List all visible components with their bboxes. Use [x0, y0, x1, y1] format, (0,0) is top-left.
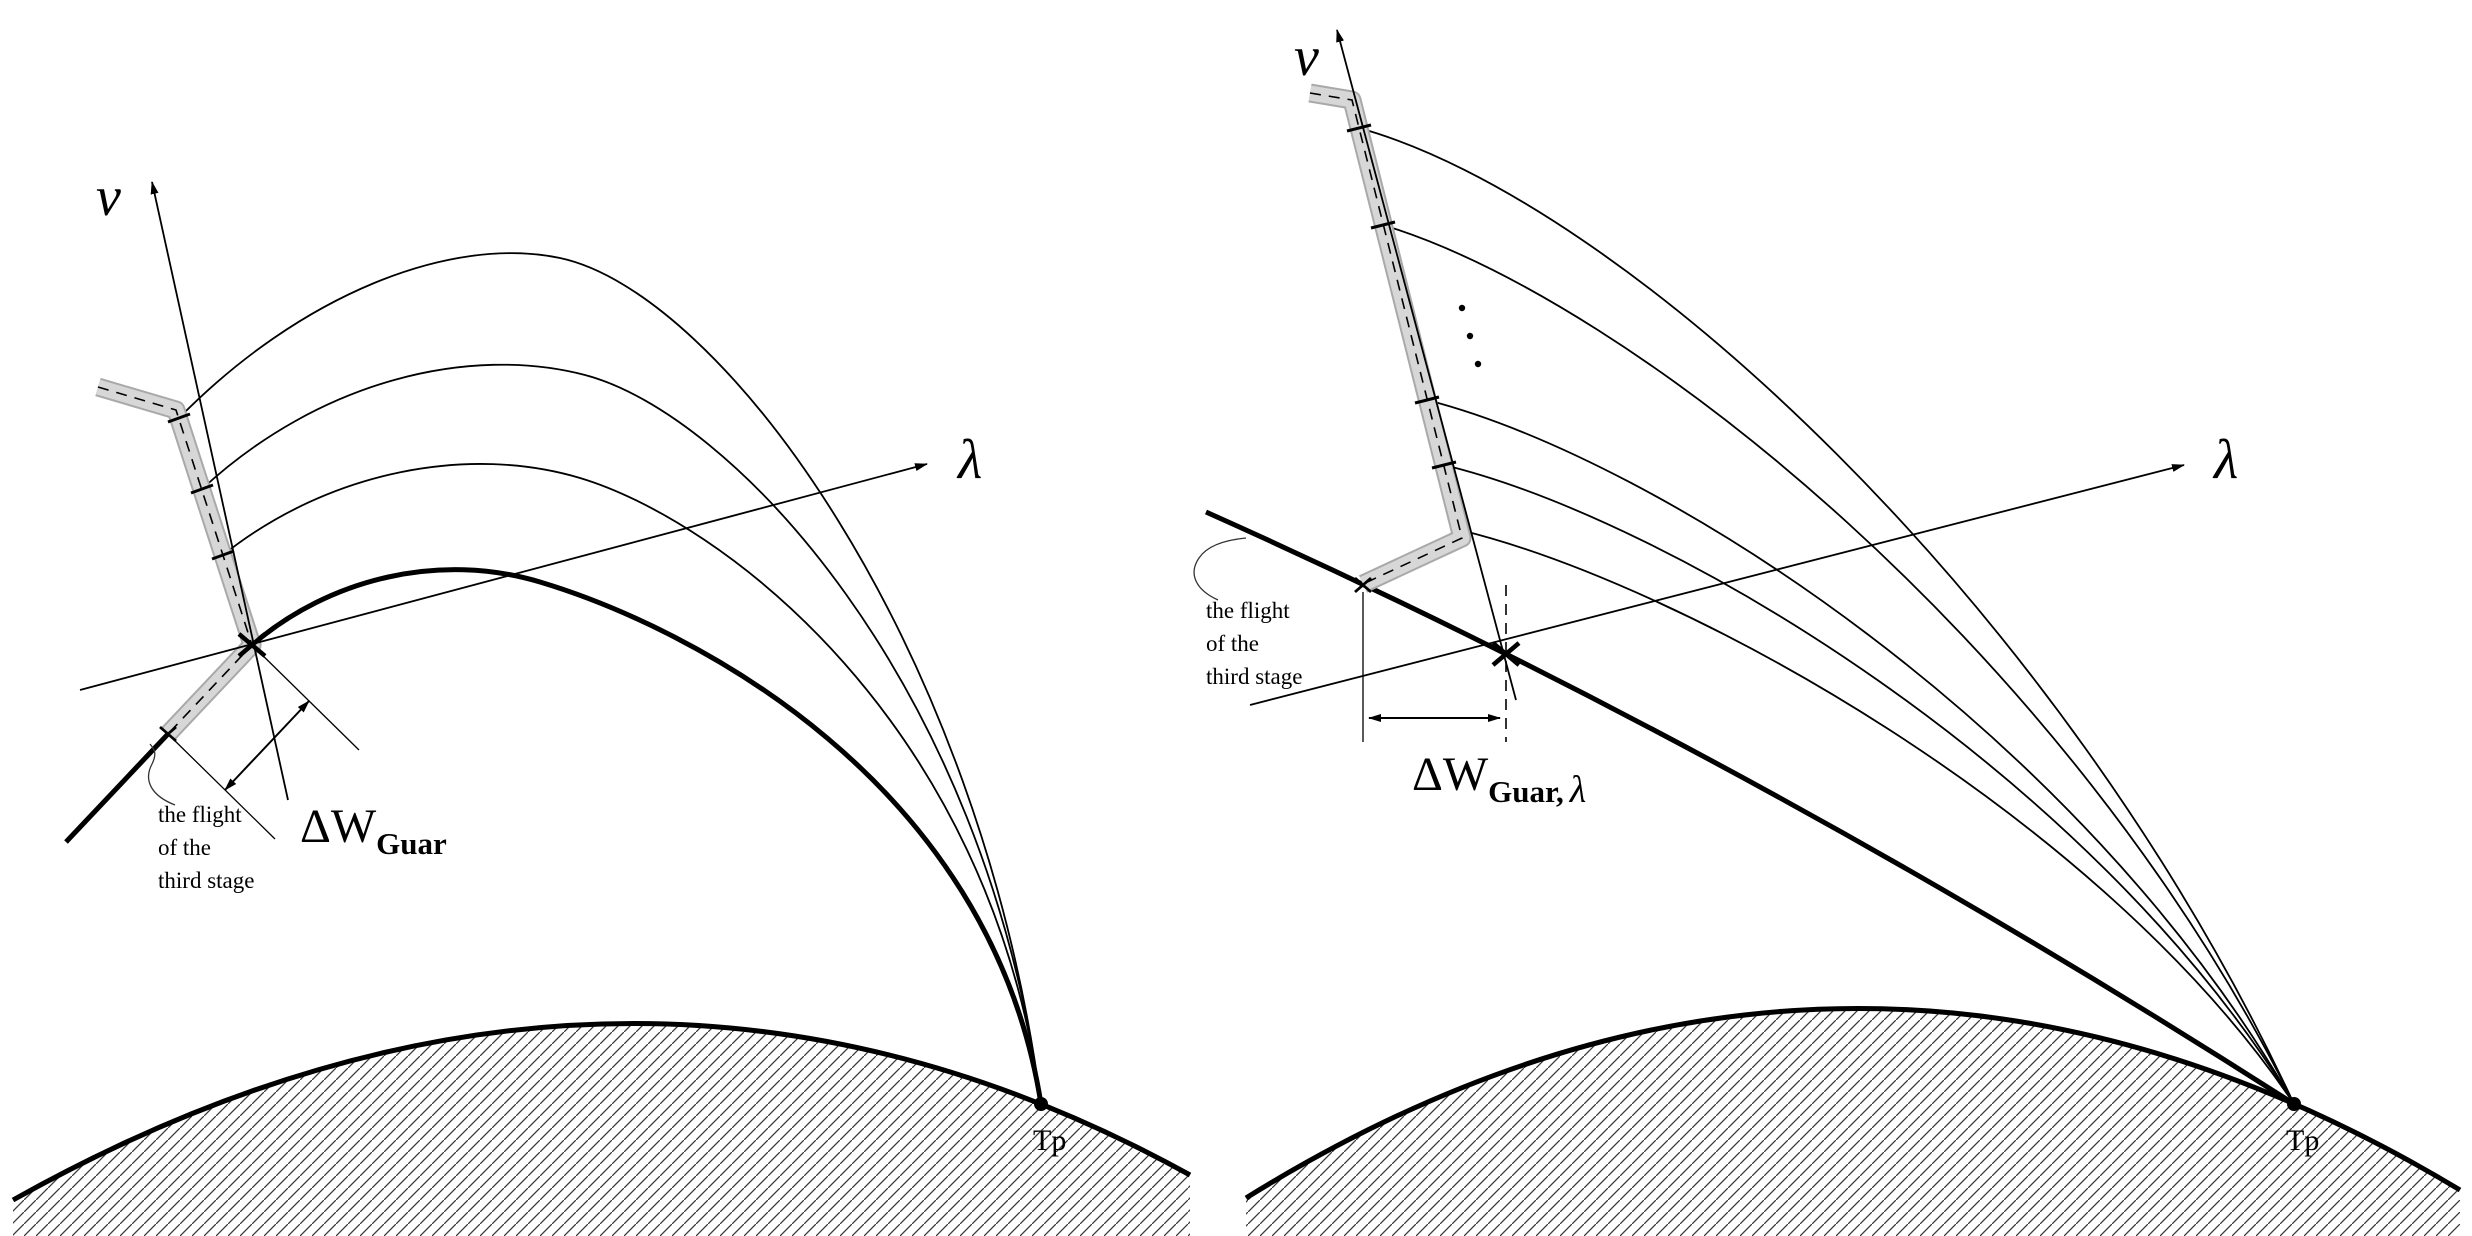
corridor-tick-2-left: [190, 483, 214, 495]
flight-note-line1-right: the flight: [1206, 598, 1290, 623]
flight-note-left: the flight of the third stage: [158, 802, 254, 893]
trajectory-curve-5-right: [1459, 529, 2295, 1105]
trajectory-curve-3-left: [222, 463, 1042, 1105]
flight-note-callout-right: [1193, 537, 1247, 601]
lambda-axis-left: [79, 463, 928, 691]
lambda-axis-label-left: λ: [956, 429, 982, 491]
earth-hatching-left: [13, 1023, 1190, 1236]
left-diagram: ν λ ΔWGuar the flight of the third stage T…: [11, 166, 1192, 1236]
ellipsis-dot-3: [1474, 360, 1482, 368]
nu-axis-label-left: ν: [96, 166, 121, 228]
delta-w-arrow-left: [224, 700, 310, 791]
flight-note-line3-left: third stage: [158, 868, 254, 893]
trajectory-ellipsis-dots-right: [1458, 304, 1482, 368]
ellipsis-dot-2: [1466, 332, 1474, 340]
trajectory-curve-2-right: [1382, 224, 2295, 1105]
target-point-label-right: Tp: [2286, 1124, 2319, 1157]
ellipsis-dot-1: [1458, 304, 1466, 312]
corridor-tick-3-left: [211, 549, 235, 561]
target-point-left: [1034, 1097, 1048, 1111]
corridor-tick-2-right: [1370, 220, 1396, 230]
flight-note-callout-left: [147, 743, 176, 806]
measure-line-upper-left: [251, 644, 360, 751]
delta-w-main-right: ΔW: [1412, 748, 1489, 801]
corridor-centerline-left: [97, 386, 253, 735]
flight-note-line2-left: of the: [158, 835, 211, 860]
flight-note-line3-right: third stage: [1206, 664, 1302, 689]
earth-hatching-right: [1246, 1008, 2460, 1236]
target-point-label-left: Tp: [1033, 1124, 1066, 1157]
corridor-tick-1-left: [167, 412, 191, 424]
delta-w-sub-right: Guar,: [1488, 774, 1564, 809]
measure-line-lower-left: [167, 733, 276, 840]
corridor-tick-1-right: [1346, 123, 1372, 133]
nu-axis-label-right: ν: [1294, 26, 1319, 88]
separation-x-mark-right: [1354, 576, 1372, 594]
flight-note-right: the flight of the third stage: [1206, 598, 1302, 689]
nu-axis-right: [1336, 29, 1517, 701]
lambda-axis-label-right: λ: [2212, 429, 2238, 491]
delta-w-guar-label-left: ΔWGuar: [300, 800, 447, 861]
delta-w-sub-lambda-right: λ: [1569, 769, 1586, 811]
third-stage-corridor-right: [1308, 85, 1470, 591]
trajectory-curve-4-right: [1443, 464, 2295, 1105]
burnout-x-mark-right: [1491, 641, 1521, 667]
nominal-trajectory-left: [250, 567, 1044, 1105]
delta-w-main-left: ΔW: [300, 800, 377, 853]
flight-note-line1-left: the flight: [158, 802, 242, 827]
trajectory-curve-2-left: [201, 363, 1042, 1105]
corridor-centerline-right: [1309, 92, 1463, 585]
trajectory-curve-1-right: [1358, 127, 2295, 1105]
target-point-right: [2287, 1097, 2301, 1111]
lambda-axis-right: [1249, 464, 2185, 706]
earth-surface-right: [1244, 1006, 2462, 1201]
earth-surface-left: [11, 1021, 1192, 1203]
trajectory-curve-1-left: [178, 252, 1042, 1105]
third-stage-corridor-edge-right: [1308, 83, 1472, 593]
trajectory-curve-3-right: [1426, 399, 2295, 1105]
flight-note-line2-right: of the: [1206, 631, 1259, 656]
nu-axis-left: [150, 181, 289, 801]
delta-w-guar-lambda-label-right: ΔWGuar,λ: [1412, 748, 1586, 811]
delta-w-sub-left: Guar: [376, 826, 447, 861]
